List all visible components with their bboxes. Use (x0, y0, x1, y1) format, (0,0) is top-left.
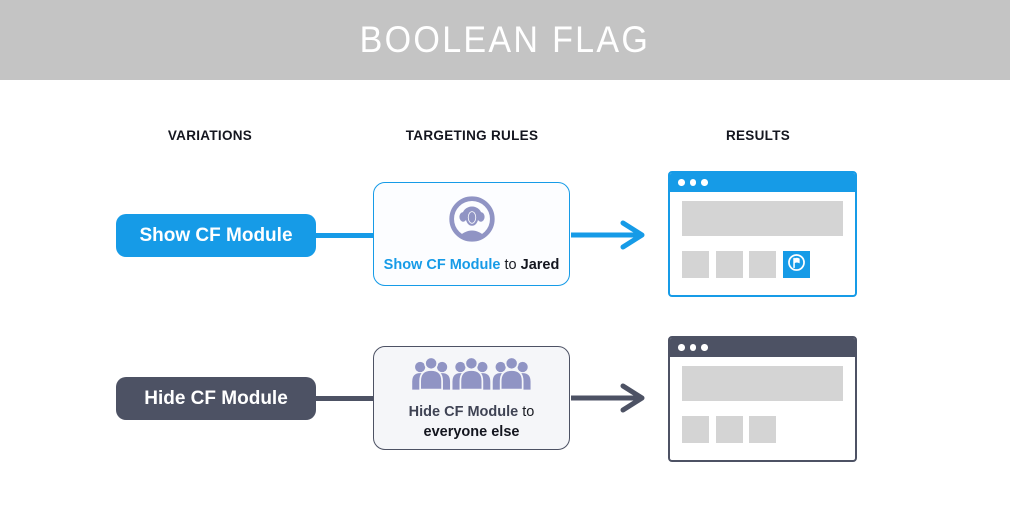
targeting-rule-show: Show CF Module to Jared (373, 182, 570, 286)
content-tile-row (682, 251, 810, 278)
window-control-dot (678, 179, 685, 186)
rule-audience: Jared (520, 256, 560, 273)
rule-action: Hide CF Module (408, 404, 519, 420)
rule-connector: to (522, 404, 535, 420)
content-placeholder-tile (749, 416, 776, 443)
connector-line-show (313, 233, 375, 238)
content-placeholder-tile (682, 251, 709, 278)
window-control-dot (701, 179, 708, 186)
window-control-dot (678, 344, 685, 351)
window-control-dot (701, 344, 708, 351)
content-placeholder-tile (715, 251, 743, 278)
window-control-dot (689, 179, 696, 186)
cf-module-tile (782, 251, 810, 278)
content-tile-row (682, 416, 776, 443)
arrow-hide-to-result (571, 383, 649, 413)
page-title: BOOLEAN FLAG (359, 19, 651, 60)
result-window-hide (668, 336, 857, 462)
rule-connector: to (504, 256, 521, 273)
connector-line-hide (313, 396, 375, 401)
rule-audience: everyone else (423, 424, 520, 440)
rule-text-hide: Hide CF Module to everyone else (409, 402, 535, 442)
single-user-icon (447, 194, 497, 249)
rule-action: Show CF Module (383, 256, 501, 273)
column-header-results: RESULTS (725, 128, 791, 143)
group-users-icon (410, 354, 533, 396)
flag-module-icon (786, 252, 807, 278)
variation-hide-cf-module: Hide CF Module (116, 377, 316, 420)
window-control-dot (689, 344, 696, 351)
rule-text-show: Show CF Module to Jared (384, 255, 560, 275)
content-placeholder-tile (749, 251, 776, 278)
content-placeholder-tile (715, 416, 743, 443)
column-header-targeting-rules: TARGETING RULES (405, 128, 539, 143)
header-banner: BOOLEAN FLAG (0, 0, 1010, 80)
variation-show-cf-module: Show CF Module (116, 214, 316, 257)
content-placeholder-banner (682, 201, 843, 236)
result-window-show (668, 171, 857, 297)
content-placeholder-tile (682, 416, 709, 443)
window-titlebar (670, 338, 855, 357)
content-placeholder-banner (682, 366, 843, 401)
window-titlebar (670, 173, 855, 192)
column-header-variations: VARIATIONS (167, 128, 253, 143)
targeting-rule-hide: Hide CF Module to everyone else (373, 346, 570, 450)
arrow-show-to-result (571, 220, 649, 250)
